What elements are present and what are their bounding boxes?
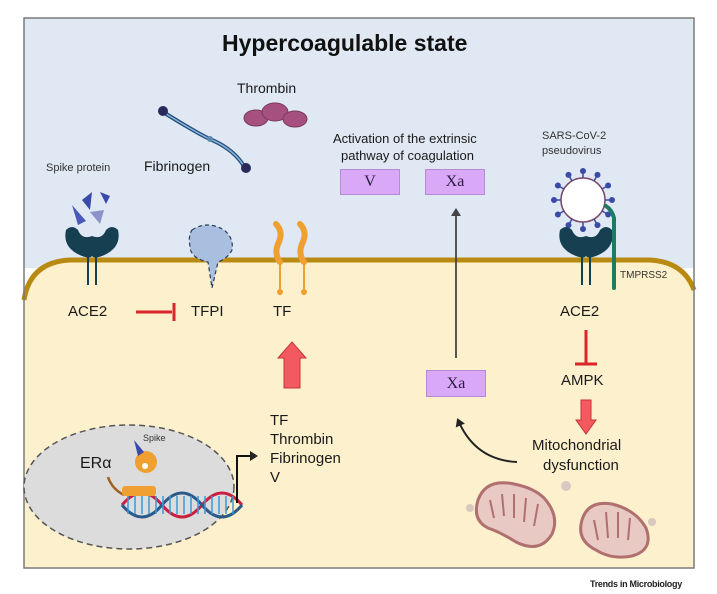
virus-spike-head [554, 182, 561, 189]
factor-v-box: V [340, 169, 400, 195]
thrombin-label: Thrombin [237, 80, 297, 96]
virus-spike-head [594, 171, 601, 178]
factor-xa-box-top: Xa [425, 169, 485, 195]
tfpi-icon [188, 224, 233, 289]
thrombin-icon [243, 102, 308, 128]
fibrinogen-label: Fibrinogen [144, 158, 211, 174]
virus-spike-head [580, 226, 586, 232]
page-title: Hypercoagulable state [222, 30, 468, 56]
ampk-label: AMPK [561, 372, 604, 389]
ace2-receptor-right-icon [559, 227, 613, 285]
mito-dysfunction-label-line2: dysfunction [543, 457, 619, 474]
ace2-receptor-left-icon [65, 227, 119, 285]
tf-label: TF [273, 303, 292, 320]
virus-spike-head [609, 197, 615, 203]
spike-protein-icon [72, 192, 110, 225]
virus-spike-head [554, 211, 561, 218]
virus-spike-head [565, 222, 572, 229]
upregulation-arrow-tf [276, 341, 308, 389]
gene-item: Thrombin [270, 431, 334, 448]
virus-spike-head [565, 171, 572, 178]
virus-spike-head [594, 222, 601, 229]
tmprss2-icon [604, 204, 616, 290]
tf-receptor-icon [273, 221, 308, 295]
gene-list: TF Thrombin Fibrinogen V [270, 411, 341, 487]
sars-cov-2-label-line2: pseudovirus [542, 145, 602, 157]
ace2-right-label: ACE2 [560, 303, 600, 320]
mito-dysfunction-label-line1: Mitochondrial [532, 437, 622, 454]
arrow-mito-xa [455, 418, 518, 463]
extrinsic-pathway-label-line2: pathway of coagulation [341, 148, 474, 163]
ace2-left-label: ACE2 [68, 303, 108, 320]
er-alpha-icon [106, 440, 157, 497]
extrinsic-pathway-label-line1: Activation of the extrinsic [333, 131, 477, 146]
er-alpha-label: ERα [80, 455, 112, 472]
gene-item: TF [270, 412, 289, 429]
spike-small-label: Spike [143, 433, 166, 443]
gene-item: Fibrinogen [270, 450, 341, 467]
sars-cov-2-label-line1: SARS-CoV-2 [542, 130, 607, 142]
virus-spike-head [580, 168, 586, 174]
journal-credit: Trends in Microbiology [590, 579, 682, 589]
cell-membrane [21, 257, 697, 301]
transcription-arrow [236, 451, 258, 503]
fibrinogen-icon [158, 106, 251, 173]
gene-item: V [270, 469, 281, 486]
inhibition-ace2-tfpi [136, 303, 176, 321]
tfpi-label: TFPI [191, 303, 224, 320]
tmprss2-label: TMPRSS2 [620, 270, 668, 281]
virus-spike-head [605, 211, 612, 218]
factor-xa-box-bottom: Xa [426, 370, 486, 397]
virus-spike-head [605, 182, 612, 189]
arrow-ampk-mito [575, 399, 597, 435]
spike-protein-label: Spike protein [46, 162, 111, 174]
virus-spike-head [551, 197, 557, 203]
sars-cov-2-virus-icon [551, 168, 615, 232]
inhibition-ace2-ampk [575, 330, 597, 366]
figure-frame [23, 17, 695, 569]
mitochondria-icon [466, 481, 656, 559]
